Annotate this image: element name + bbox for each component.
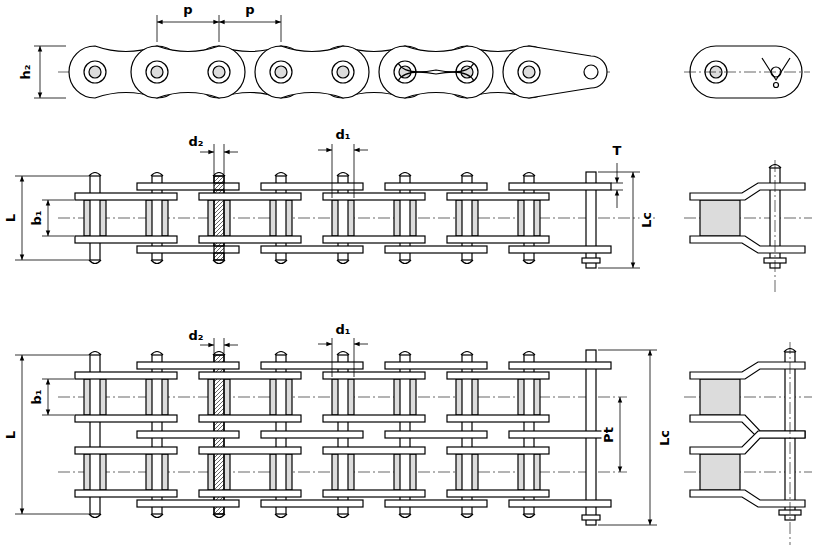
- chain-side-view: [58, 46, 612, 98]
- dimension-lines: [15, 338, 657, 525]
- duplex-offset-link: [684, 342, 812, 545]
- dimension-label: Lc: [640, 211, 653, 229]
- dimension-label: d₂: [188, 329, 205, 342]
- dimension-label: L: [4, 213, 17, 223]
- offset-link-plan: [684, 160, 812, 292]
- dimension-label: d₁: [335, 323, 352, 336]
- duplex-chain-plan: [58, 350, 627, 525]
- dimension-lines: [15, 144, 640, 268]
- dimension-label: L: [4, 430, 17, 440]
- dimension-label: h₂: [19, 64, 32, 81]
- dimension-label: d₂: [188, 135, 205, 148]
- dimension-label: b₁: [30, 210, 43, 227]
- dimension-label: b₁: [30, 389, 43, 406]
- dimension-label: T: [612, 144, 623, 157]
- dimension-label: Lc: [658, 429, 671, 447]
- dimension-lines: [34, 15, 281, 98]
- dimension-label: p: [182, 3, 193, 16]
- dimension-label: Pt: [602, 426, 615, 444]
- dimension-label: d₁: [335, 128, 352, 141]
- plate-end-view: [684, 46, 810, 98]
- dimension-label: p: [244, 3, 255, 16]
- simplex-chain-plan: [58, 172, 655, 268]
